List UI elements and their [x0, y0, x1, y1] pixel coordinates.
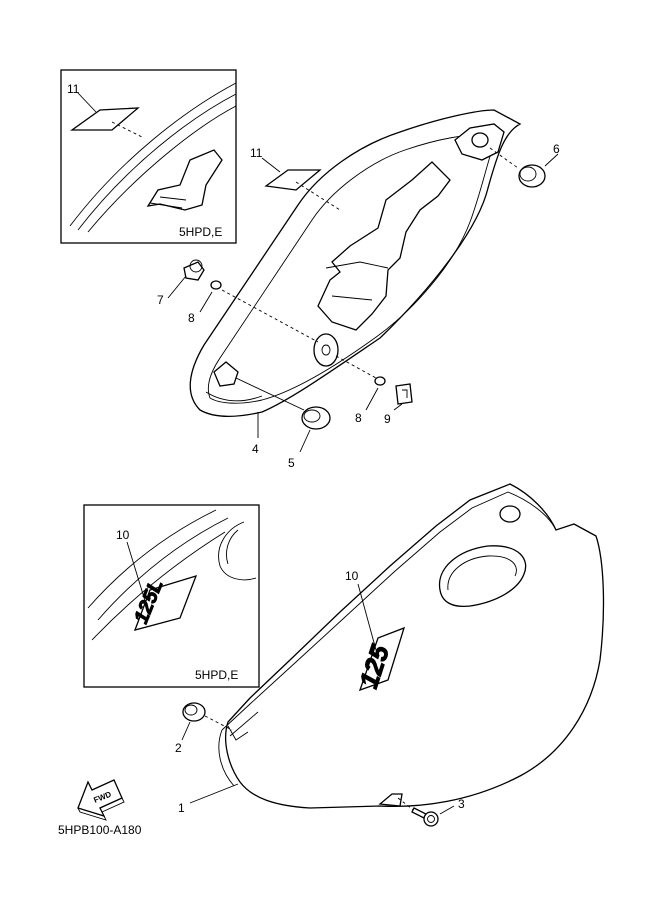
inset-top-variant: 5HPD,E [179, 225, 222, 239]
grommet-5-body [301, 406, 331, 430]
callout-7: 7 [157, 293, 164, 307]
inset-bottom-callout: 10 [116, 528, 130, 542]
screw-7: 7 [157, 259, 205, 307]
washer-8-lower: 8 [335, 355, 386, 425]
washer-8-lower-dash [335, 355, 377, 379]
inset-top-bracket-detail [149, 196, 187, 209]
side-cover-hole [499, 505, 521, 523]
screw-7-leader [167, 275, 187, 299]
washer-8-upper-leader [199, 291, 213, 313]
callout-4: 4 [252, 442, 259, 456]
nut-9-slot [402, 389, 408, 398]
bolt-3-head-inner [427, 815, 435, 823]
inset-top-panel-lines [69, 82, 237, 233]
fwd-arrow-depth [77, 797, 125, 821]
decal-11: 11 [250, 146, 341, 211]
cover-emblem-leader [357, 583, 377, 651]
washer-8-upper-dash [221, 289, 319, 343]
frame-boss [313, 333, 339, 367]
grommet-2-leader [181, 721, 191, 741]
grommet-6-face [519, 166, 537, 182]
decal-11-leader [261, 157, 281, 173]
fwd-arrow: FWD [77, 779, 125, 821]
side-frame-flange [205, 391, 263, 402]
callout-4-group: 4 [252, 412, 259, 456]
side-cover-outer [225, 483, 605, 809]
nut-9: 9 [384, 383, 413, 426]
inset-bottom-frame [83, 504, 260, 688]
callout-1-leader [189, 783, 239, 804]
fwd-arrow-shape [77, 779, 123, 818]
grommet-6-body [518, 164, 546, 188]
callout-6: 6 [553, 142, 560, 156]
callout-2: 2 [175, 741, 182, 755]
inset-top-bracket [146, 149, 223, 211]
inset-bottom-emblem-shape [133, 574, 198, 631]
nut-9-leader [393, 403, 403, 411]
inset-bottom-emblem: 125L [130, 574, 198, 631]
grommet-5-face [303, 409, 321, 423]
side-frame-inner-bracket [317, 161, 451, 331]
inset-top-decal [69, 107, 140, 131]
frame-boss-hole [321, 344, 331, 356]
inset-bottom-cutout [218, 521, 257, 581]
inset-top-callout: 11 [67, 82, 80, 96]
diagram-code: 5HPB100-A180 [58, 823, 142, 837]
cover-emblem-shape [358, 626, 406, 692]
inset-bottom-variant: 5HPD,E [195, 668, 238, 682]
side-frame [189, 109, 522, 417]
inset-bottom-leader [126, 541, 147, 605]
inset-top: 11 5HPD,E [60, 69, 237, 244]
inset-top-leader [77, 92, 97, 113]
bolt-3: 3 [397, 797, 465, 827]
callout-5: 5 [288, 456, 295, 470]
callout-1: 1 [178, 801, 185, 815]
decal-11-shape [264, 169, 322, 191]
side-frame-bracket-fold [325, 261, 389, 301]
grommet-2: 2 [175, 702, 233, 755]
callout-8-upper: 8 [188, 311, 195, 325]
side-cover-rear-edge [507, 491, 557, 531]
inset-bottom: 125L 10 5HPD,E [83, 504, 260, 688]
callout-1-group: 1 [178, 783, 239, 815]
callout-10: 10 [345, 569, 359, 583]
side-cover-front-lip [218, 729, 235, 787]
side-cover-front-tab [227, 725, 249, 741]
callout-11: 11 [250, 146, 263, 160]
grommet-5-leader [299, 429, 311, 453]
screw-7-ring [189, 259, 203, 273]
callout-3: 3 [458, 797, 465, 811]
callout-9: 9 [384, 412, 391, 426]
grommet-2-face [184, 704, 198, 716]
side-frame-tab-hole [471, 132, 489, 148]
washer-8-upper-body [210, 280, 222, 290]
grommet-5-dash [235, 377, 305, 411]
side-cover-top-edge [221, 491, 509, 737]
side-cover-window [438, 545, 527, 608]
grommet-6-leader [544, 153, 559, 167]
bolt-3-head [423, 811, 439, 827]
inset-bottom-panel-lines [87, 509, 229, 641]
decal-11-dash [295, 181, 341, 211]
side-cover-window-inner [447, 555, 517, 591]
screw-7-body [183, 261, 205, 281]
side-cover: 125 10 [218, 483, 605, 809]
grommet-5: 5 [235, 377, 331, 470]
side-cover-notch [378, 793, 403, 807]
grommet-2-dash [204, 715, 233, 731]
washer-8-lower-body [374, 376, 386, 386]
bolt-3-leader [439, 805, 455, 815]
nut-9-body [395, 383, 413, 405]
inset-top-frame [60, 69, 237, 244]
callout-8-lower: 8 [355, 411, 362, 425]
grommet-6: 6 [489, 142, 560, 188]
grommet-2-body [182, 702, 206, 722]
washer-8-lower-leader [365, 387, 379, 411]
washer-8-upper: 8 [188, 280, 319, 343]
